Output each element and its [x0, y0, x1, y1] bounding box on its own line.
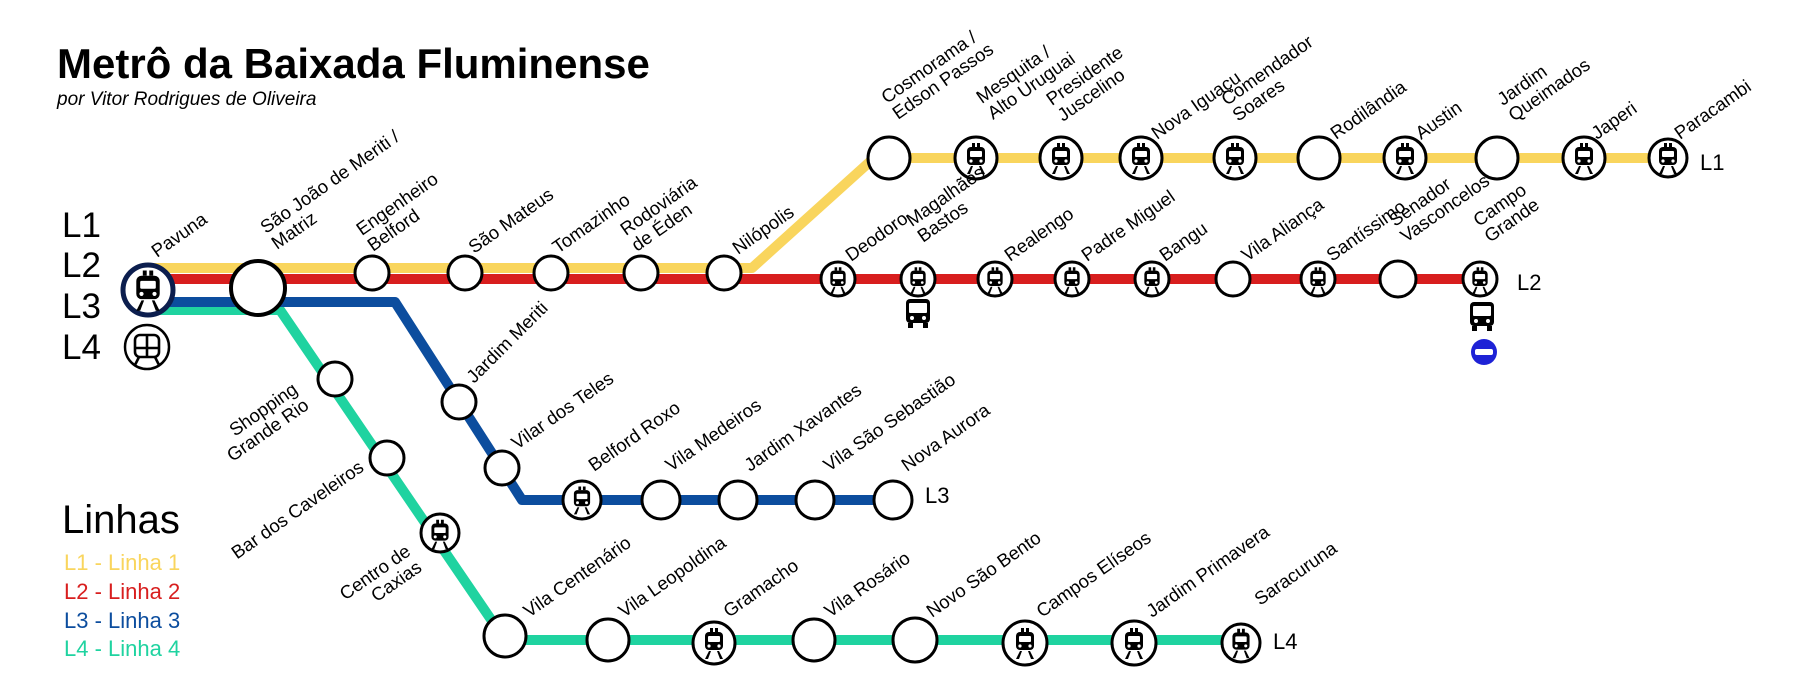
- line-end-label-l2: L2: [1517, 270, 1541, 295]
- legend: Linhas L1 - Linha 1 L2 - Linha 2 L3 - Li…: [62, 498, 180, 661]
- bus-icon: [906, 299, 930, 328]
- station-label: Austin: [1411, 97, 1465, 144]
- station-label: Gramacho: [719, 555, 802, 622]
- station-label: Novo São Bento: [922, 527, 1044, 621]
- station-jardim-meriti[interactable]: Jardim Meriti: [440, 297, 552, 421]
- legend-item-l1: L1 - Linha 1: [64, 550, 180, 575]
- station-label: Vila Aliança: [1237, 193, 1328, 265]
- station-austin[interactable]: Austin: [1382, 97, 1465, 181]
- station-shopping-grande-rio[interactable]: ShoppingGrande Rio: [212, 360, 354, 466]
- station-label: ShoppingGrande Rio: [212, 378, 313, 465]
- station-label: Jardim Meriti: [462, 297, 552, 387]
- station-label: Pavuna: [147, 208, 211, 262]
- station-label: Vilar dos Teles: [507, 367, 617, 453]
- map-subtitle: por Vitor Rodrigues de Oliveira: [56, 89, 316, 110]
- station-label: MagalhãesBastos: [902, 161, 999, 246]
- origin-line-id-l4: L4: [62, 328, 101, 367]
- legend-item-l3: L3 - Linha 3: [64, 608, 180, 633]
- station-japeri[interactable]: Japeri: [1561, 97, 1641, 181]
- station-label: EngenheiroBelford: [352, 168, 453, 255]
- line-end-label-l3: L3: [925, 483, 949, 508]
- station-centro-de-caxias[interactable]: Centro deCaxias: [336, 512, 461, 620]
- station-label: Rodilândia: [1326, 76, 1410, 144]
- origin-line-id-l3: L3: [62, 287, 101, 326]
- legend-item-l4: L4 - Linha 4: [64, 636, 180, 661]
- station-label: Vila Rosário: [820, 547, 913, 621]
- brt-icon: [1471, 339, 1497, 365]
- station-bar-dos-caveleiros[interactable]: Bar dos Caveleiros: [227, 439, 406, 563]
- line-end-label-l4: L4: [1273, 629, 1297, 654]
- station-label: JardimQueimados: [1493, 38, 1594, 125]
- station-label: Paracambi: [1670, 75, 1754, 143]
- station-pavuna-tram: [123, 323, 171, 371]
- station-bangu[interactable]: Bangu: [1133, 217, 1211, 298]
- station-label: São Mateus: [464, 183, 557, 257]
- station-label: Japeri: [1587, 97, 1640, 143]
- station-label: Vila São Sebastião: [819, 369, 959, 476]
- station-label: Bar dos Caveleiros: [227, 456, 367, 563]
- station-magalhaes-bastos[interactable]: MagalhãesBastos: [899, 161, 999, 328]
- station-label: Deodoro: [841, 207, 911, 265]
- station-gramacho[interactable]: Gramacho: [691, 555, 802, 666]
- line-end-label-l1: L1: [1700, 150, 1724, 175]
- station-label: Campos Elíseos: [1032, 527, 1154, 621]
- station-label: Realengo: [1000, 203, 1077, 266]
- origin-line-id-l2: L2: [62, 246, 101, 285]
- station-label: Rodoviáriade Éden: [616, 171, 712, 255]
- station-label: Centro deCaxias: [336, 540, 426, 620]
- station-label: Saracuruna: [1250, 537, 1341, 609]
- station-label: Jardim Primavera: [1142, 521, 1273, 622]
- station-label: Cosmorama /Edson Passos: [877, 22, 997, 123]
- map-title: Metrô da Baixada Fluminense: [57, 40, 650, 87]
- bus-icon: [1470, 302, 1494, 331]
- legend-title: Linhas: [62, 498, 180, 542]
- station-label: Bangu: [1155, 217, 1211, 265]
- origin-line-id-l1: L1: [62, 206, 101, 245]
- legend-item-l2: L2 - Linha 2: [64, 579, 180, 604]
